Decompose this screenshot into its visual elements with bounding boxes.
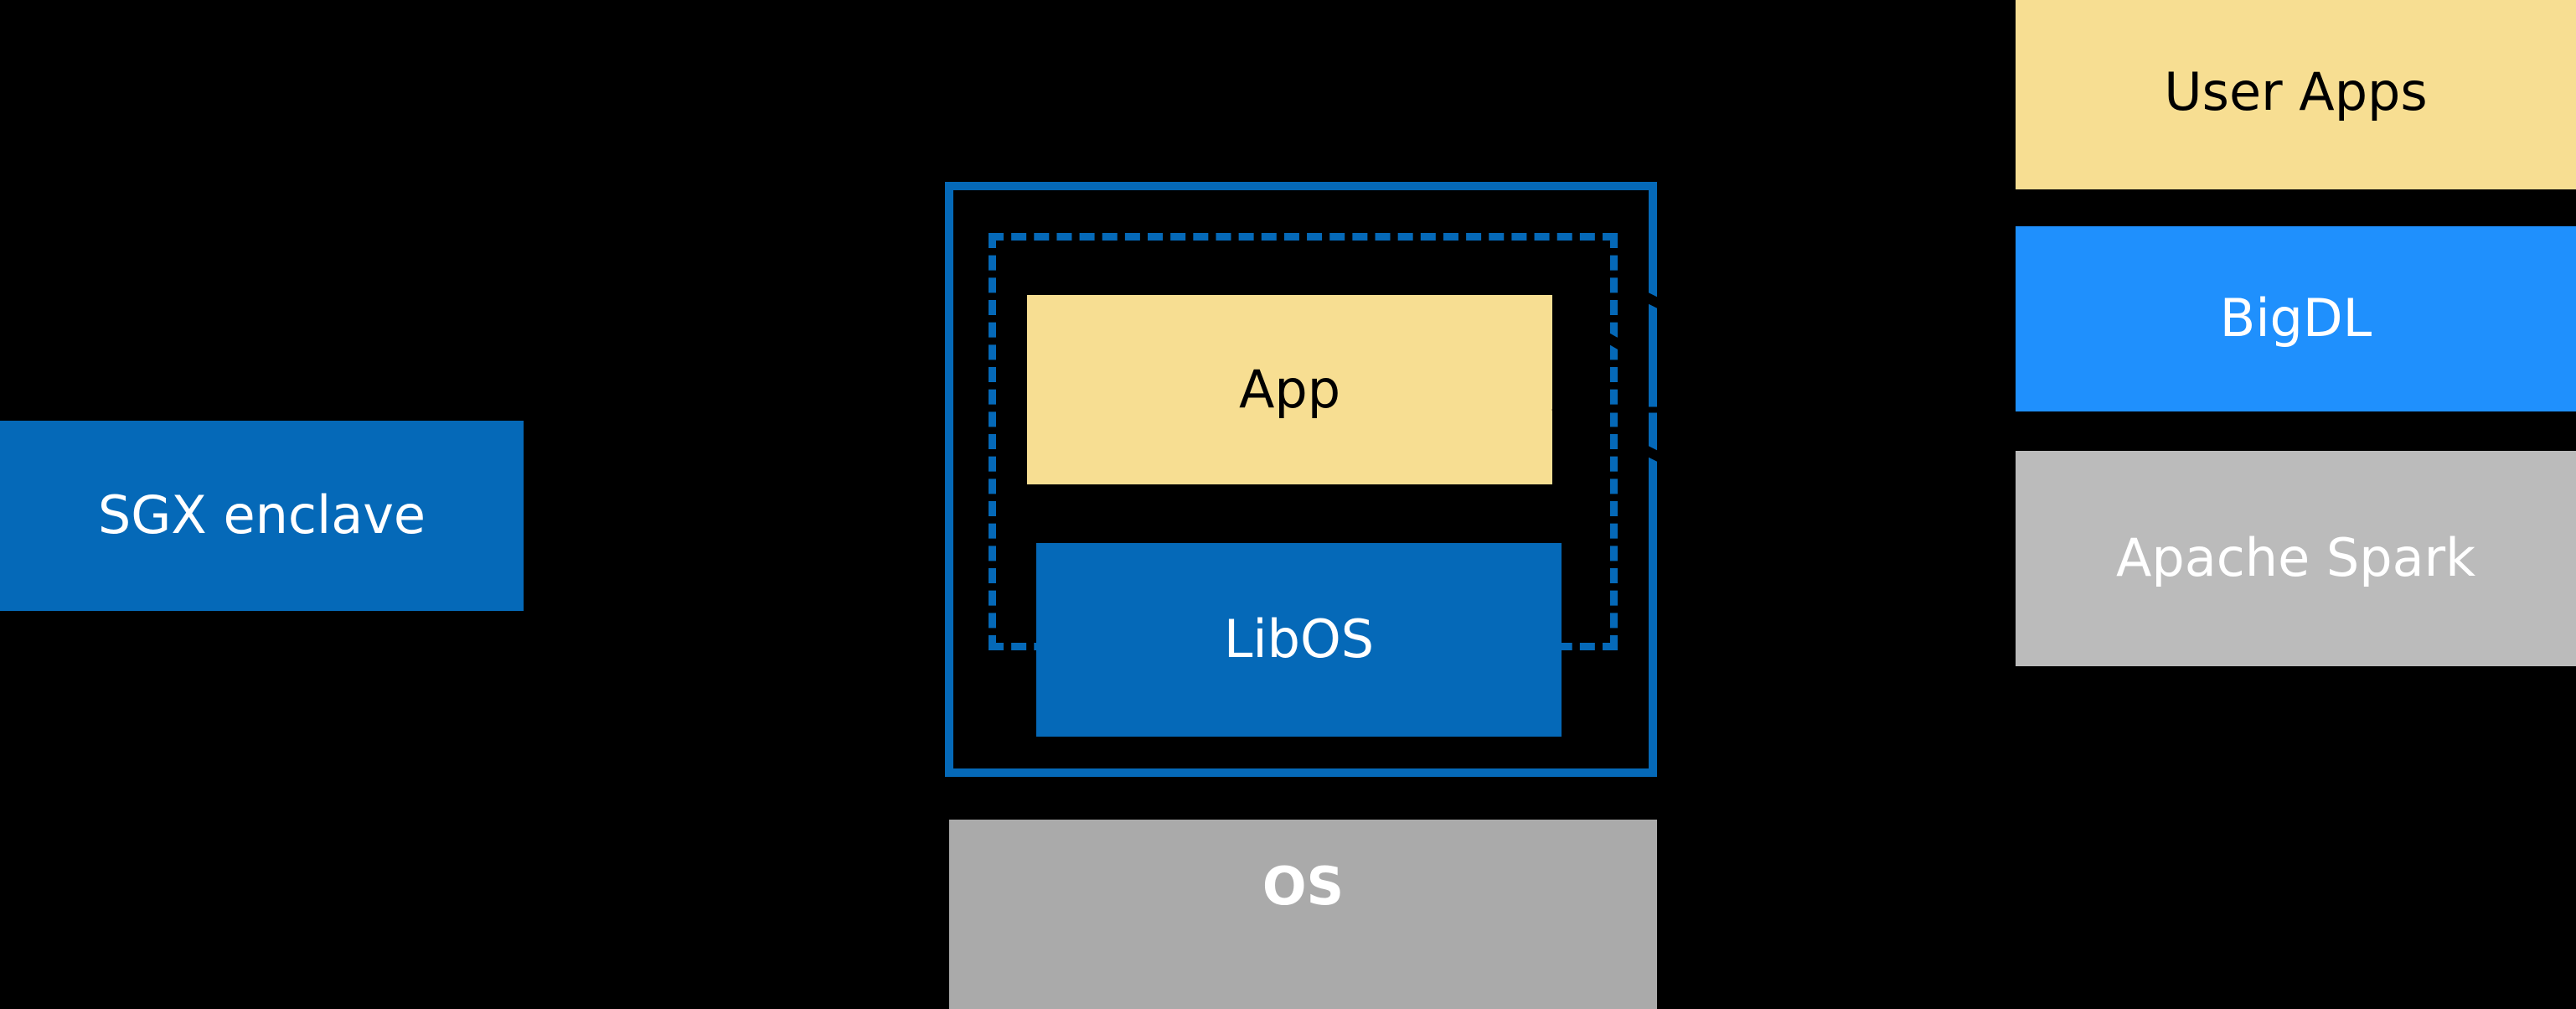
sgx-enclave-label: SGX enclave <box>97 484 426 546</box>
libos-box: LibOS <box>1036 543 1562 737</box>
app-box: App <box>1027 295 1552 484</box>
bigdl-box: BigDL <box>2016 226 2576 411</box>
connector-sgx-enclave-arrowhead <box>524 505 546 524</box>
user-apps-label: User Apps <box>2164 61 2428 123</box>
os-label: OS <box>1262 856 1345 917</box>
apache-spark-box: Apache Spark <box>2016 451 2576 666</box>
apache-spark-label: Apache Spark <box>2115 527 2476 589</box>
sgx-enclave-box: SGX enclave <box>0 421 524 611</box>
os-box: OS <box>949 820 1657 1009</box>
bigdl-label: BigDL <box>2219 287 2372 349</box>
libos-label: LibOS <box>1223 608 1375 670</box>
enclave-frame-solid-border <box>945 182 1657 777</box>
app-label: App <box>1238 358 1341 420</box>
user-apps-box: User Apps <box>2016 0 2576 189</box>
connector-sgx-enclave <box>524 505 945 524</box>
